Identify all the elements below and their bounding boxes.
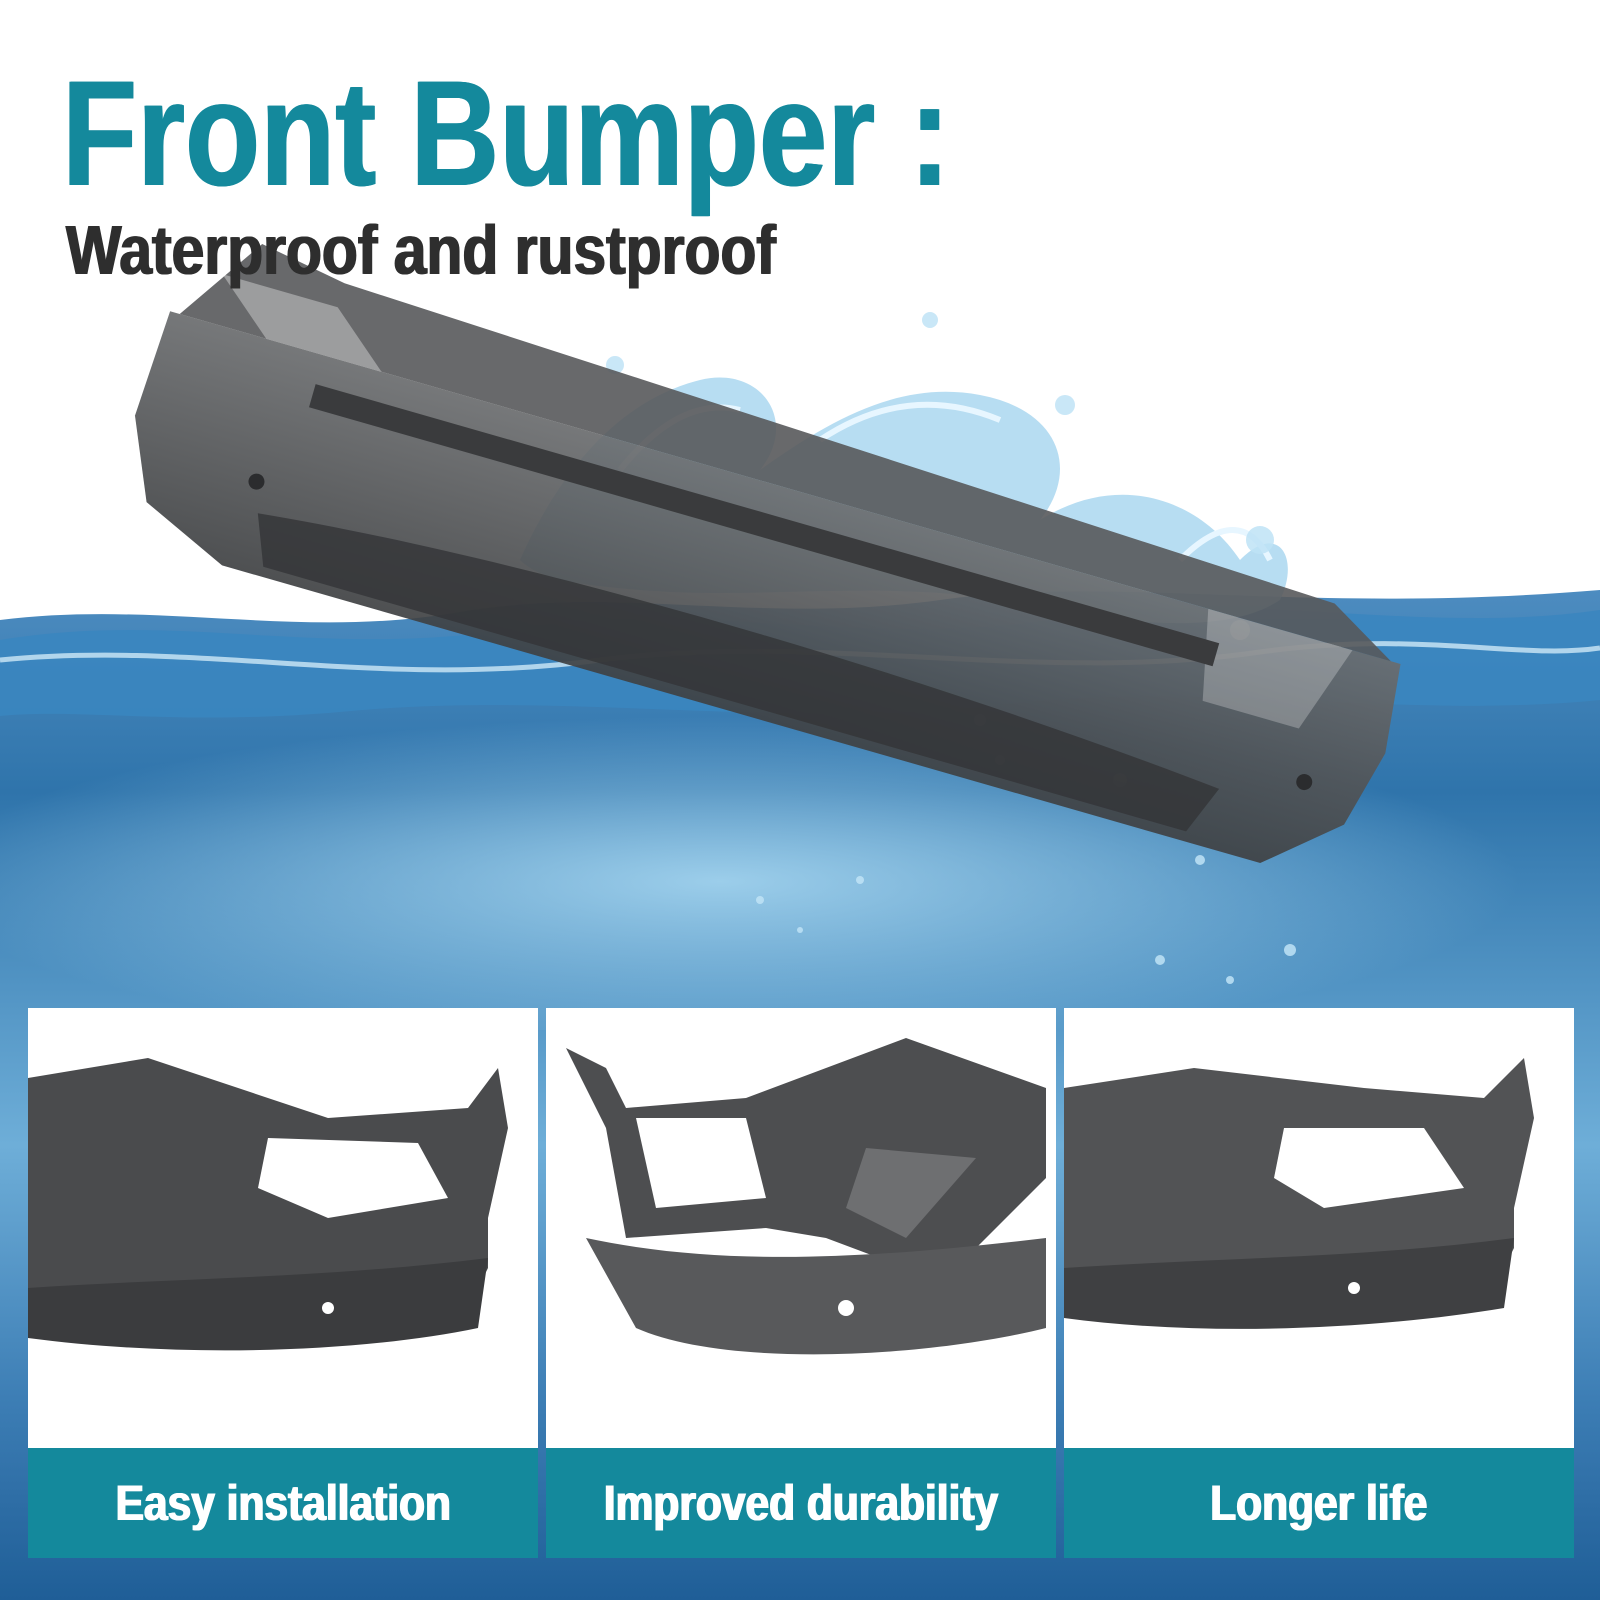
- feature-card-improved-durability: Improved durability: [546, 1008, 1056, 1558]
- feature-card-easy-installation: Easy installation: [28, 1008, 538, 1558]
- feature-label: Improved durability: [603, 1475, 999, 1531]
- front-bumper-illustration: [134, 243, 1401, 864]
- page-title: Front Bumper :: [62, 49, 951, 217]
- bumper-corner-image: [1064, 1058, 1534, 1329]
- feature-label: Easy installation: [115, 1475, 451, 1531]
- bumper-corner-image: [28, 1058, 508, 1351]
- bumper-corner-image: [566, 1038, 1046, 1355]
- feature-card-longer-life: Longer life: [1064, 1008, 1574, 1558]
- feature-label-bar: Improved durability: [546, 1448, 1056, 1558]
- page-subtitle: Waterproof and rustproof: [66, 211, 776, 289]
- feature-label: Longer life: [1210, 1475, 1428, 1531]
- feature-label-bar: Longer life: [1064, 1448, 1574, 1558]
- feature-label-bar: Easy installation: [28, 1448, 538, 1558]
